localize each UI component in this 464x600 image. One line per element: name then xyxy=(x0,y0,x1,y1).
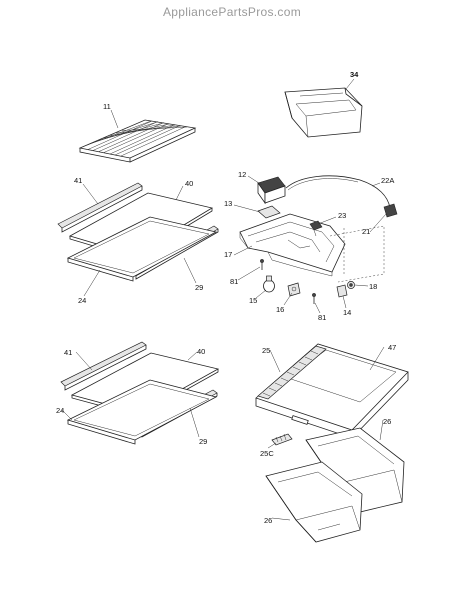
lower-shelf-trim-41 xyxy=(60,341,147,391)
callout-41-lower: 41 xyxy=(64,348,72,357)
part-22a-wire-harness xyxy=(285,175,391,209)
part-14-switch xyxy=(336,284,348,298)
part-26-crisper-drawer-left xyxy=(265,461,363,543)
callout-29-upper: 29 xyxy=(195,283,203,292)
part-11-wire-shelf xyxy=(78,119,197,163)
callout-labels: 34 11 12 22A 41 40 13 23 21 17 29 24 81 … xyxy=(56,70,396,525)
part-12-control-knob-housing xyxy=(257,176,286,205)
callout-12: 12 xyxy=(238,170,246,179)
callout-22a: 22A xyxy=(381,176,394,185)
callout-11: 11 xyxy=(103,102,111,111)
part-21-connector xyxy=(383,203,398,218)
callout-17: 17 xyxy=(224,250,232,259)
callout-34: 34 xyxy=(350,70,359,79)
callout-41-upper: 41 xyxy=(74,176,82,185)
callout-14: 14 xyxy=(343,308,351,317)
callout-24-upper: 24 xyxy=(78,296,86,305)
upper-shelf-trim-41 xyxy=(57,182,143,233)
callout-21: 21 xyxy=(362,227,370,236)
callout-13: 13 xyxy=(224,199,232,208)
callout-24-lower: 24 xyxy=(56,406,64,415)
leader-lines xyxy=(61,78,387,521)
part-81-screw-lower xyxy=(312,293,316,304)
lower-shelf-frame-24 xyxy=(66,379,218,445)
callout-25: 25 xyxy=(262,346,270,355)
part-13-bracket xyxy=(257,205,281,219)
part-23-switch xyxy=(309,220,323,237)
callout-25c: 25C xyxy=(260,449,274,458)
callout-23: 23 xyxy=(338,211,346,220)
callout-26-right: 26 xyxy=(383,417,391,426)
callout-40-lower: 40 xyxy=(197,347,205,356)
callout-81-lower: 81 xyxy=(318,313,326,322)
callout-16: 16 xyxy=(276,305,284,314)
callout-15: 15 xyxy=(249,296,257,305)
part-81-screw-upper xyxy=(260,259,264,270)
callout-81-upper: 81 xyxy=(230,277,238,286)
part-16-socket xyxy=(287,282,301,297)
callout-47: 47 xyxy=(388,343,396,352)
part-18-knob xyxy=(347,281,355,289)
part-25-crisper-frame xyxy=(257,345,327,425)
upper-shelf-frame-24 xyxy=(66,216,218,282)
part-15-bulb xyxy=(263,275,275,293)
part-25c-slide xyxy=(271,433,293,446)
callout-29-lower: 29 xyxy=(199,437,207,446)
watermark: AppliancePartsPros.com xyxy=(163,5,301,19)
callout-26-left: 26 xyxy=(264,516,272,525)
callout-40-upper: 40 xyxy=(185,179,193,188)
part-34-bin xyxy=(284,87,363,138)
callout-18: 18 xyxy=(369,282,377,291)
part-17-housing xyxy=(239,213,346,277)
